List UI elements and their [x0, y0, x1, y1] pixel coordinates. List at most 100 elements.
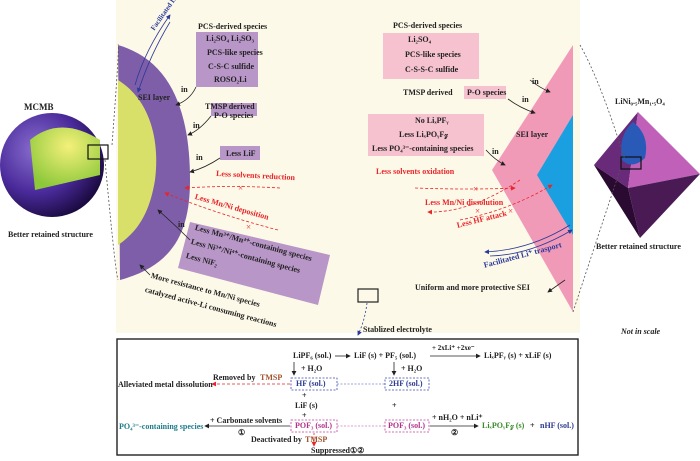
- cathode-tmsp-heading: TMSP derived: [403, 88, 453, 97]
- cathode-pcs-item: Li₂SO₄: [408, 35, 432, 44]
- cathode-no-item: Less LiₓPOᵧF𝓏: [399, 130, 448, 139]
- uniform-sei: Uniform and more protective SEI: [415, 283, 530, 292]
- anode-pcs-item: PCS-like species: [207, 48, 263, 57]
- suppressed: Suppressed①②: [311, 446, 365, 455]
- anode-pcs-item: Li₂SO₄ Li₂SO₃: [206, 34, 255, 43]
- pof3-dashed-box: [290, 419, 338, 433]
- removed-tmsp: TMSP: [260, 373, 283, 382]
- in-arrow: [175, 86, 197, 106]
- cathode-no-item: Less PO₄³⁻-containing species: [372, 144, 474, 153]
- solvents-reduction-arrow: [184, 185, 281, 191]
- electrolyte-arrow: [357, 302, 368, 336]
- in-arrow: [187, 115, 212, 136]
- cathode-caption: Better retained structure: [596, 242, 681, 251]
- mnni-dissolution-arrow: [427, 179, 521, 215]
- cross-mark: ×: [473, 184, 478, 194]
- anode-less-lif: Less LiF: [226, 149, 256, 158]
- lipf6: LiPF₆ (sol.): [293, 351, 332, 360]
- mcmb-sphere: [0, 113, 109, 217]
- in-arrow: [157, 209, 191, 241]
- arrow1-product: LiF (s) + PF₅ (sol.): [354, 351, 416, 360]
- pof3-dashed-box: [384, 419, 430, 433]
- cathode-tmsp-item: P-O species: [467, 88, 507, 97]
- in-label: in: [181, 85, 188, 94]
- cathode-pcs-item: C-S-S-C sulfide: [405, 65, 459, 74]
- stabilized-electrolyte: Stablized electrolyte: [363, 325, 432, 334]
- in-label: in: [178, 220, 185, 229]
- h2o-right: + H₂O: [401, 364, 423, 373]
- cathode-pcs-heading: PCS-derived species: [393, 21, 463, 30]
- anode-sei-label: SEI layer: [138, 93, 171, 102]
- cathode-title: LiNi₀.₅Mn₁.₅O₄: [615, 97, 665, 106]
- in-label: in: [532, 77, 539, 86]
- solvents-oxidation-arrow: [414, 185, 516, 191]
- cross-mark: ×: [508, 206, 513, 216]
- arrow2-top: + 2xLi⁺ +2xe⁻: [432, 344, 475, 352]
- pof3-left: POF₃ (sol.): [295, 421, 333, 430]
- resistance-arrow: [139, 264, 151, 276]
- in-label: in: [196, 153, 203, 162]
- plus: +: [392, 401, 397, 410]
- hf-attack-arrow: [459, 184, 553, 221]
- electrolyte-zoom-box: [357, 288, 379, 303]
- in-arrow: [189, 157, 221, 174]
- less-mnni-dissolution: Less Mn/Ni dissolution: [425, 198, 504, 207]
- plus: +: [302, 391, 307, 400]
- cathode-sei-label: SEI layer: [516, 130, 549, 139]
- hf-dashed-box: [290, 377, 338, 391]
- transport-arrow-in: [489, 229, 573, 257]
- lnmo-octahedron: [594, 112, 700, 238]
- pof3-right: POF₃ (sol.): [388, 421, 426, 430]
- cathode-pcs-item: PCS-like species: [405, 50, 461, 59]
- cathode-pcs-box: [383, 33, 479, 79]
- transport-arrow-in: [136, 21, 171, 93]
- cross-mark: ×: [238, 183, 243, 193]
- carbonate-solvents: + Carbonate solvents: [210, 416, 283, 425]
- two-hf: 2HF (sol.): [389, 379, 423, 388]
- transport-arrow-out: [484, 224, 571, 255]
- lif: LiF (s): [295, 401, 318, 410]
- anode-less-box: [178, 222, 330, 305]
- transport-arrow-out: [134, 14, 171, 86]
- zoom-box-anode: [87, 144, 109, 160]
- anode-tmsp-item: P-O species: [214, 111, 254, 120]
- hf: HF (sol.): [296, 379, 326, 388]
- deactivated-tmsp: TMSP: [305, 435, 328, 444]
- anode-pcs-box: [196, 32, 258, 87]
- deactivated-by: Deactivated by: [251, 435, 302, 444]
- anode-pcs-item: ROSO₂Li: [214, 75, 247, 84]
- nh2o-nli: + nH₂O + nLi⁺: [432, 413, 483, 422]
- circle-1: ①: [238, 428, 246, 437]
- removed-by: Removed by: [213, 373, 256, 382]
- in-label: in: [492, 147, 499, 156]
- po4-species: PO₄³⁻-containing species: [119, 422, 204, 431]
- zoom-line: [111, 44, 119, 146]
- zoom-line: [104, 159, 119, 281]
- cathode-no-box: [368, 114, 484, 156]
- in-arrow: [485, 149, 506, 166]
- alleviated-dissolution: Alleviated metal dissolution: [118, 380, 213, 389]
- in-arrow: [507, 98, 536, 115]
- zoom-box-cathode: [620, 156, 642, 170]
- cross-mark: ×: [246, 222, 251, 232]
- plus: +: [302, 411, 307, 420]
- plus: +: [530, 421, 535, 430]
- uniform-sei-arrow: [547, 279, 566, 293]
- anode-lif-box: [220, 146, 260, 160]
- anode-core: [118, 80, 157, 245]
- cathode-core: [537, 115, 573, 235]
- lipof: LiₓPOᵧF𝓏 (s): [482, 421, 525, 430]
- anode-caption: Better retained structure: [8, 230, 93, 239]
- anode-title: MCMB: [24, 102, 54, 112]
- cross-mark: ×: [475, 206, 480, 216]
- mnni-deposition-arrow: [164, 192, 279, 231]
- anode-pcs-item: C-S-C sulfide: [208, 62, 255, 71]
- zoom-line: [572, 169, 621, 313]
- anode-tmsp-box: [211, 103, 257, 116]
- not-in-scale: Not in scale: [621, 327, 661, 336]
- in-arrow: [529, 79, 551, 93]
- anode-tmsp-heading: TMSP derived: [205, 102, 255, 111]
- in-label: in: [522, 95, 529, 104]
- circle-2: ②: [451, 428, 459, 437]
